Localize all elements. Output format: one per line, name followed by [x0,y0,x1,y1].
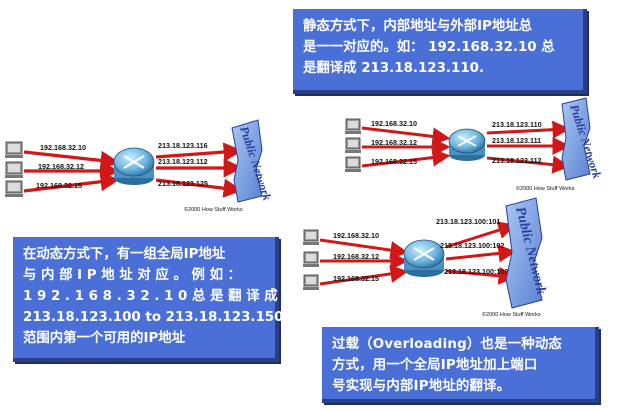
callout-line: 1 9 2 . 1 6 8 . 3 2 . 1 0 总 是 翻 译 成 [23,289,278,304]
callout-line: 是一一对应的。如： 192.168.32.10 总 [303,40,555,55]
computer-icon [303,229,319,245]
arrow-src-1 [361,126,451,146]
arrow-dst-3 [155,178,243,198]
src-ip-label: 192.168.32.10 [333,231,379,240]
callout-line: 在动态方式下，有一组全局IP地址 [23,247,226,262]
public-network-cloud: Public Network [231,119,274,203]
router-icon [403,239,445,277]
cloud-label: Public Network [567,103,604,181]
src-ip-label: 192.168.32.10 [371,119,417,128]
src-ip-label: 192.168.32.12 [333,252,379,261]
callout-line: 与 内 部 I P 地 址 对 应 。 例 如 ： [23,268,242,283]
src-ip-label: 192.168.32.10 [40,143,86,152]
arrow-dst-3 [445,266,517,285]
arrow-dst-1 [445,221,517,249]
computer-icon [303,274,319,290]
callout-line: 方式，用一个全局IP地址加上端口 [332,358,538,373]
computer-icon [5,180,23,197]
computer-icon [5,141,23,158]
dynamic-nat-callout: 在动态方式下，有一组全局IP地址 与 内 部 I P 地 址 对 应 。 例 如… [13,237,289,362]
computer-icon [5,161,23,178]
credit-text: ©2000 How Stuff Works [516,185,575,192]
src-ip-label: 192.168.32.15 [36,181,82,190]
dst-ip-label: 213.18.123.111 [492,136,541,145]
static-nat-callout: 静态方式下，内部地址与外部IP地址总 是一一对应的。如： 192.168.32.… [293,9,587,94]
arrow-dst-1 [486,120,571,139]
dst-ip-label: 213.18.123.112 [158,157,208,166]
credit-text: ©2000 How Stuff Works [482,311,541,318]
src-ip-label: 192.168.32.12 [38,162,84,171]
dst-ip-label: 213.18.123.110 [492,120,542,129]
cloud-label: Public Network [512,205,548,296]
public-network-cloud: Public Network [561,97,604,181]
src-ip-label: 192.168.32.12 [371,138,417,147]
arrow-src-3 [23,172,120,193]
dst-ip-label: 213.18.123.116 [158,141,208,150]
credit-text: ©2000 How Stuff Works [184,206,243,213]
computer-icon [345,118,361,134]
dst-ip-label: 213.18.123.100:102 [440,241,504,250]
computer-icon [303,251,319,267]
cloud-label: Public Network [237,125,274,203]
arrow-src-1 [319,238,409,260]
public-network-cloud: Public Network [505,197,548,309]
computer-icon [345,137,361,153]
arrow-dst-3 [486,155,571,174]
arrow-src-3 [319,264,409,286]
arrow-src-1 [23,150,120,170]
dst-ip-label: 213.18.123.100:101 [436,217,500,226]
callout-line: 213.18.123.100 to 213.18.123.150. [23,310,289,325]
dst-ip-label: 213.18.123.100:103 [444,267,508,276]
callout-line: 范围内第一个可用的IP地址 [23,331,186,346]
computer-icon [345,156,361,172]
router-icon [113,147,155,185]
callout-line: 是翻译成 213.18.123.110. [303,61,485,76]
arrow-src-3 [361,148,451,168]
src-ip-label: 192.168.32.15 [371,157,417,166]
callout-line: 过载（Overloading）也是一种动态 [332,337,563,352]
src-ip-label: 192.168.32.15 [333,274,379,283]
callout-line: 静态方式下，内部地址与外部IP地址总 [303,19,533,34]
router-icon [448,128,486,161]
dst-ip-label: 213.18.123.112 [492,156,542,165]
arrow-dst-2 [445,244,517,263]
arrow-dst-1 [155,142,243,162]
dst-ip-label: 213.18.123.125 [158,179,208,188]
callout-line: 号实现与内部IP地址的翻译。 [332,379,511,394]
overloading-callout: 过载（Overloading）也是一种动态 方式，用一个全局IP地址加上端口 号… [322,327,599,403]
